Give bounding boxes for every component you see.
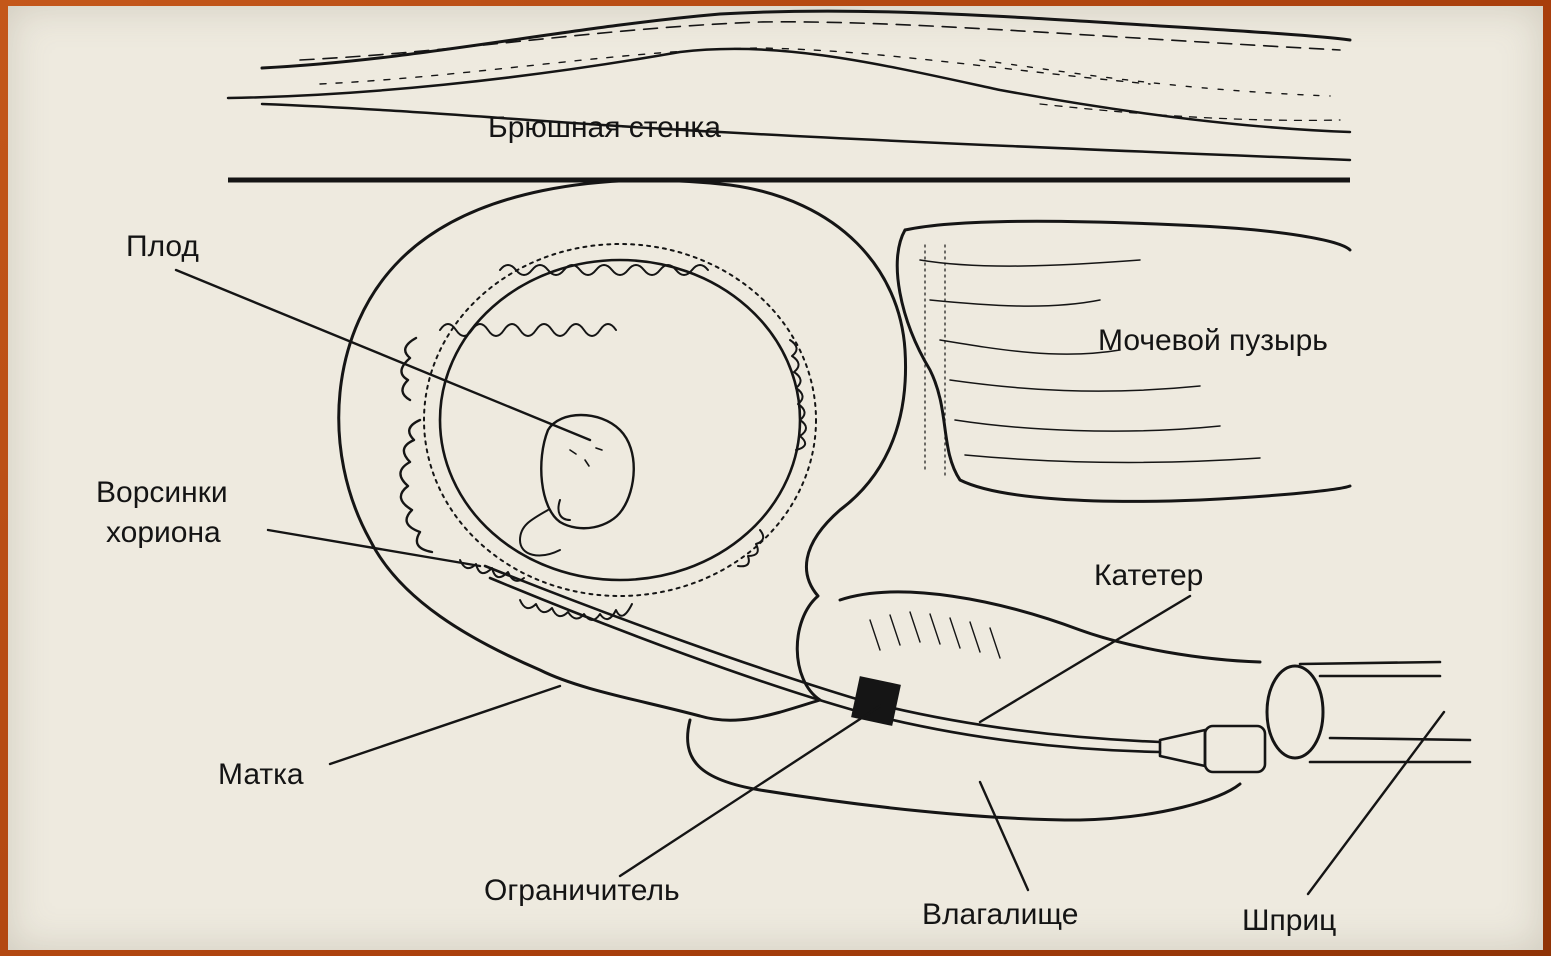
amniotic-sac — [440, 260, 800, 580]
catheter — [485, 566, 1160, 752]
label-bladder: Мочевой пузырь — [1098, 324, 1328, 357]
abdominal-wall — [228, 11, 1350, 160]
label-villi-line1: Ворсинки — [96, 476, 228, 509]
label-limiter: Ограничитель — [484, 874, 680, 907]
label-abdominal-wall: Брюшная стенка — [488, 111, 721, 144]
label-fetus: Плод — [126, 230, 199, 263]
vagina — [688, 592, 1260, 820]
label-vagina: Влагалище — [922, 898, 1078, 931]
label-catheter: Катетер — [1094, 559, 1203, 592]
fetus — [520, 415, 634, 555]
label-villi-line2: хориона — [106, 516, 221, 549]
label-syringe: Шприц — [1242, 904, 1336, 937]
chorionic-villi — [400, 265, 806, 620]
bladder — [897, 221, 1350, 501]
limiter — [851, 676, 901, 726]
label-uterus: Матка — [218, 758, 304, 791]
syringe — [1160, 662, 1470, 772]
